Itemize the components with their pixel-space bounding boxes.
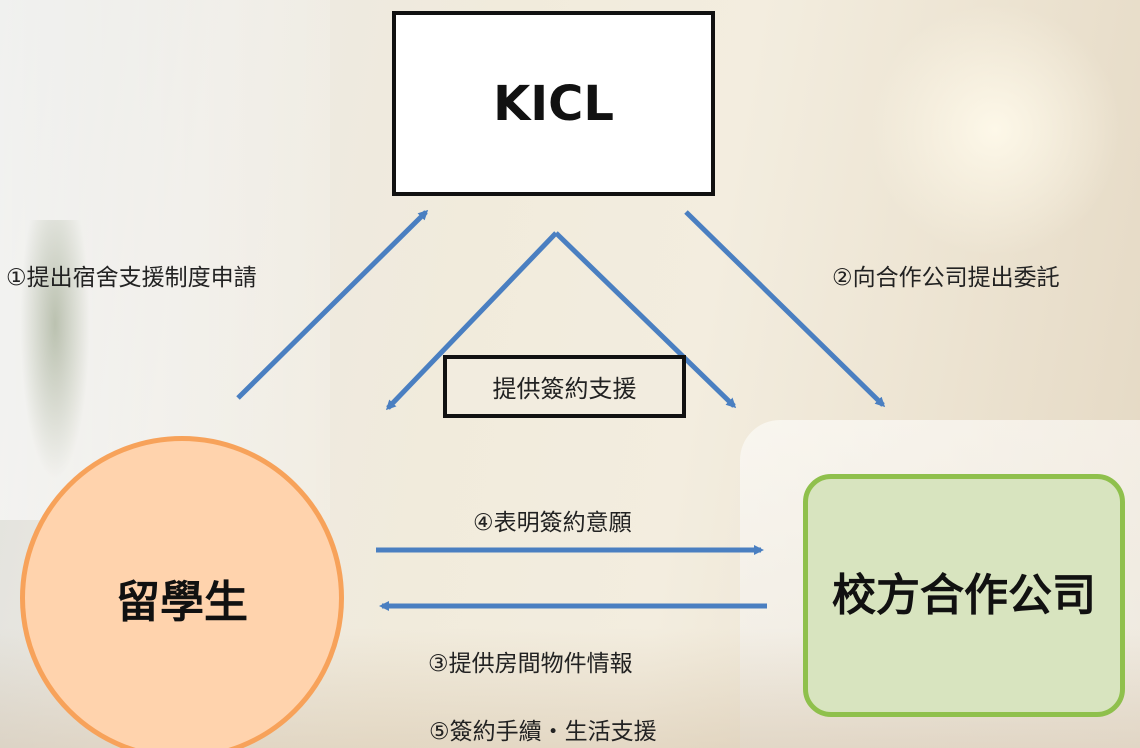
step5-label: ⑤簽約手續・生活支援 [429,719,657,745]
arrow-kicl-to-student-support [385,231,558,411]
step2-label: ②向合作公司提出委託 [832,265,1060,291]
arrow-kicl-to-company [684,210,886,408]
sign-support-label: 提供簽約支援 [443,355,686,418]
step4-label: ④表明簽約意願 [473,510,632,536]
background-lamp-glow [870,0,1120,260]
arrow-student-to-kicl [236,209,429,400]
step1-label: ①提出宿舍支援制度申請 [6,265,257,291]
partner-company-node: 校方合作公司 [803,474,1125,717]
kicl-node: KICL [392,11,715,196]
arrow-kicl-to-company-support [554,231,737,409]
background-window [0,0,330,520]
student-node: 留學生 [20,436,344,748]
background-plant [20,220,90,480]
step3-label: ③提供房間物件情報 [428,651,633,677]
